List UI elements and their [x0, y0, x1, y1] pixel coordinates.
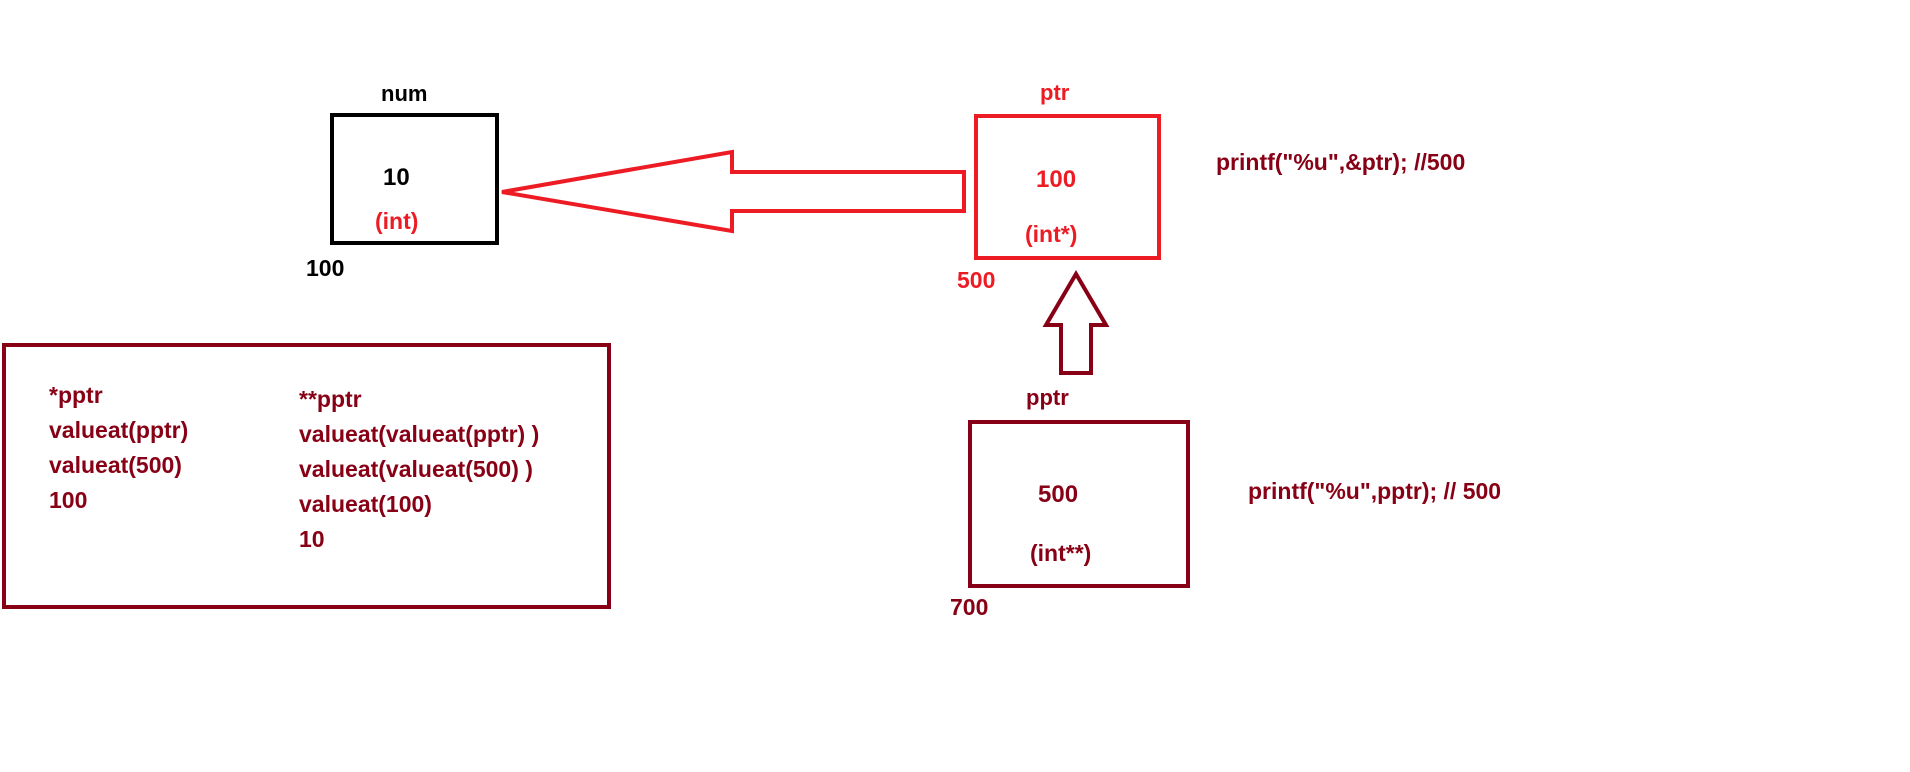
pptr-address: 700 — [950, 594, 989, 620]
double-deref-line: valueat(valueat(500) ) — [299, 456, 533, 482]
single-deref-line: valueat(500) — [49, 452, 182, 478]
num-address: 100 — [306, 255, 345, 281]
double-deref-line: valueat(valueat(pptr) ) — [299, 421, 540, 447]
num-value: 10 — [383, 164, 410, 191]
arrow-up-icon — [1042, 270, 1110, 375]
evaluation-box — [2, 343, 611, 609]
ptr-type: (int*) — [1025, 221, 1078, 247]
double-deref-line: **pptr — [299, 386, 362, 412]
single-deref-line: *pptr — [49, 382, 103, 408]
single-deref-line: valueat(pptr) — [49, 417, 189, 443]
single-deref-line: 100 — [49, 487, 88, 513]
ptr-name-label: ptr — [1040, 80, 1070, 105]
pptr-name-label: pptr — [1026, 385, 1069, 410]
double-deref-line: 10 — [299, 526, 325, 552]
pptr-type: (int**) — [1030, 540, 1092, 566]
ptr-printf-statement: printf("%u",&ptr); //500 — [1216, 149, 1466, 175]
num-box — [330, 113, 499, 245]
num-name-label: num — [381, 81, 428, 106]
pptr-printf-statement: printf("%u",pptr); // 500 — [1248, 478, 1502, 504]
double-deref-column: **pptr valueat(valueat(pptr) ) valueat(v… — [299, 382, 539, 557]
num-type: (int) — [375, 208, 419, 234]
ptr-value: 100 — [1036, 166, 1077, 193]
arrow-left-icon — [501, 149, 966, 234]
ptr-address: 500 — [957, 267, 996, 293]
pptr-box — [968, 420, 1190, 588]
double-deref-line: valueat(100) — [299, 491, 432, 517]
single-deref-column: *pptr valueat(pptr) valueat(500) 100 — [49, 378, 188, 518]
ptr-box — [974, 114, 1161, 260]
pptr-value: 500 — [1038, 481, 1079, 508]
